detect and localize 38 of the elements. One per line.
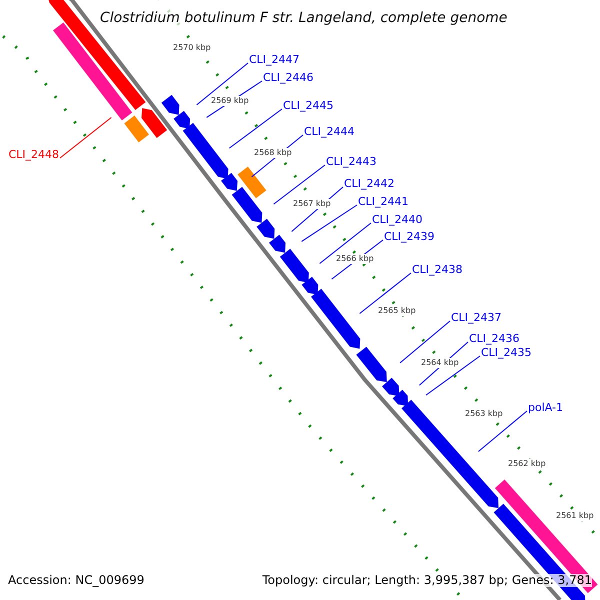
tick-label: 2562 kbp — [508, 459, 546, 469]
genome-info-text: Topology: circular; Length: 3,995,387 bp; Genes: 3,781 — [262, 574, 592, 587]
leader-line — [60, 117, 112, 158]
tick-label: 2566 kbp — [336, 254, 374, 264]
tick-label: 2563 kbp — [465, 409, 503, 419]
gene-label: CLI_2436 — [469, 332, 520, 345]
leader-line — [478, 410, 528, 452]
tick-label: 2564 kbp — [421, 358, 459, 368]
tick-label: 2570 kbp — [173, 43, 211, 53]
tick-label: 2565 kbp — [378, 306, 416, 316]
leader-line — [301, 204, 358, 242]
leader-line — [359, 272, 412, 314]
gene-label: CLI_2448 — [8, 148, 59, 161]
gene-label: polA-1 — [528, 401, 564, 414]
leader-line — [273, 164, 326, 205]
leader-line — [400, 320, 450, 364]
leader-line — [228, 108, 282, 149]
gene-label: CLI_2438 — [412, 263, 463, 276]
gene-label: CLI_2439 — [384, 230, 435, 243]
gene-label: CLI_2435 — [481, 346, 532, 359]
gene-label: CLI_2447 — [249, 53, 300, 66]
leader-line — [196, 62, 248, 106]
leader-line — [426, 356, 480, 396]
gene-label: CLI_2440 — [372, 213, 423, 226]
gene-label: CLI_2444 — [304, 125, 355, 138]
gene-label: CLI_2437 — [451, 311, 502, 324]
tick-label: 2561 kbp — [556, 511, 594, 521]
gene-label: CLI_2443 — [326, 155, 377, 168]
gene-label: CLI_2446 — [263, 71, 314, 84]
gene-label: CLI_2445 — [283, 99, 334, 112]
map-title: Clostridium botulinum F str. Langeland, complete genome — [100, 10, 508, 27]
tick-label: 2567 kbp — [293, 199, 331, 209]
accession-text: Accession: NC_009699 — [8, 574, 144, 587]
gene-label: CLI_2441 — [358, 195, 409, 208]
tick-label: 2569 kbp — [211, 96, 249, 106]
leader-line — [319, 222, 372, 264]
gene-label: CLI_2442 — [344, 177, 395, 190]
tick-label: 2568 kbp — [254, 148, 292, 158]
